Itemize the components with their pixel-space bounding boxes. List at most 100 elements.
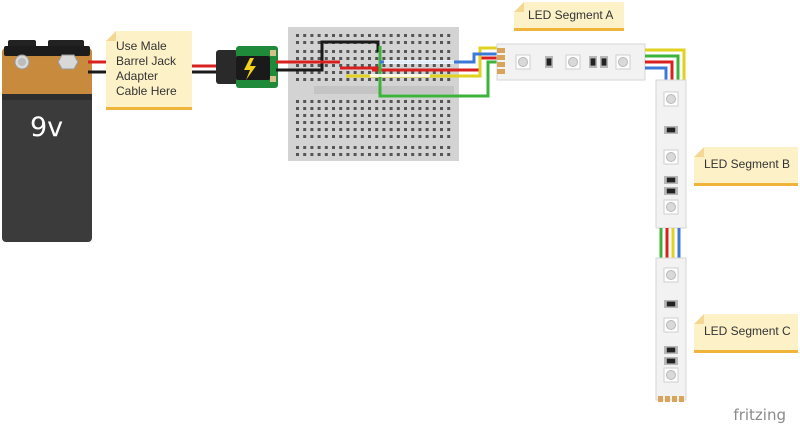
breadboard-hole bbox=[389, 146, 393, 149]
breadboard-hole bbox=[368, 57, 371, 60]
breadboard-hole bbox=[432, 34, 436, 37]
breadboard-hole bbox=[346, 64, 350, 67]
breadboard-hole bbox=[396, 41, 400, 44]
breadboard-hole bbox=[396, 121, 400, 124]
breadboard-hole bbox=[310, 146, 314, 149]
battery-terminals bbox=[4, 40, 90, 70]
breadboard-hole bbox=[296, 100, 299, 103]
breadboard-hole bbox=[447, 135, 451, 138]
breadboard-hole bbox=[339, 121, 343, 124]
breadboard-hole bbox=[324, 146, 328, 149]
breadboard-hole bbox=[303, 107, 307, 110]
breadboard-hole bbox=[324, 135, 328, 138]
breadboard-hole bbox=[310, 57, 314, 60]
segment-a-leds bbox=[515, 54, 631, 70]
breadboard-hole bbox=[324, 34, 328, 37]
breadboard-hole bbox=[418, 41, 422, 44]
breadboard-hole bbox=[425, 107, 429, 110]
breadboard-hole bbox=[360, 71, 364, 74]
breadboard-hole bbox=[303, 114, 307, 117]
breadboard-hole bbox=[375, 121, 379, 124]
note-barrel-jack: Use Male Barrel Jack Adapter Cable Here bbox=[106, 31, 192, 107]
breadboard-hole bbox=[425, 100, 429, 103]
note-fold bbox=[106, 31, 116, 41]
breadboard-hole bbox=[447, 41, 451, 44]
breadboard-hole bbox=[382, 57, 386, 60]
breadboard-hole bbox=[368, 114, 371, 117]
breadboard-hole bbox=[353, 153, 357, 156]
breadboard-hole bbox=[411, 64, 415, 67]
breadboard-hole bbox=[382, 153, 386, 156]
breadboard-hole bbox=[432, 128, 436, 131]
breadboard-hole bbox=[382, 107, 386, 110]
breadboard-hole bbox=[346, 71, 350, 74]
breadboard-hole bbox=[375, 78, 379, 81]
breadboard-hole bbox=[303, 135, 307, 138]
breadboard-hole bbox=[310, 78, 314, 81]
breadboard-hole bbox=[411, 153, 415, 156]
breadboard-hole bbox=[389, 50, 393, 53]
led-chip bbox=[615, 54, 631, 70]
breadboard-hole bbox=[432, 135, 436, 138]
breadboard-hole bbox=[360, 50, 364, 53]
breadboard-hole bbox=[411, 57, 415, 60]
breadboard-hole bbox=[389, 41, 393, 44]
breadboard-holes bbox=[296, 34, 451, 156]
breadboard-hole bbox=[404, 146, 407, 149]
breadboard-hole bbox=[425, 146, 429, 149]
breadboard-hole bbox=[418, 57, 422, 60]
breadboard-hole bbox=[418, 114, 422, 117]
breadboard-hole bbox=[396, 146, 400, 149]
breadboard-hole bbox=[332, 71, 335, 74]
breadboard-hole bbox=[296, 71, 299, 74]
breadboard-hole bbox=[389, 107, 393, 110]
breadboard-hole bbox=[317, 121, 321, 124]
breadboard-hole bbox=[339, 107, 343, 110]
breadboard-hole bbox=[332, 50, 335, 53]
breadboard-hole bbox=[303, 121, 307, 124]
led-chip bbox=[663, 267, 679, 283]
note-line: Use Male bbox=[116, 39, 167, 53]
breadboard-hole bbox=[353, 107, 357, 110]
breadboard-hole bbox=[447, 121, 451, 124]
breadboard-hole bbox=[396, 57, 400, 60]
breadboard-hole bbox=[432, 71, 436, 74]
breadboard-hole bbox=[440, 114, 443, 117]
breadboard-hole bbox=[432, 78, 436, 81]
battery-9v bbox=[2, 40, 92, 242]
breadboard-hole bbox=[375, 114, 379, 117]
breadboard-hole bbox=[375, 128, 379, 131]
note-led-segment-a: LED Segment A bbox=[514, 2, 624, 28]
led-chip bbox=[663, 317, 679, 333]
breadboard-hole bbox=[396, 153, 400, 156]
breadboard-hole bbox=[396, 71, 400, 74]
breadboard-hole bbox=[339, 153, 343, 156]
breadboard-hole bbox=[375, 34, 379, 37]
breadboard-hole bbox=[432, 41, 436, 44]
breadboard-hole bbox=[404, 34, 407, 37]
breadboard-hole bbox=[310, 107, 314, 110]
breadboard-hole bbox=[382, 50, 386, 53]
breadboard-hole bbox=[447, 34, 451, 37]
breadboard-hole bbox=[418, 100, 422, 103]
breadboard-hole bbox=[296, 64, 299, 67]
breadboard-hole bbox=[296, 50, 299, 53]
breadboard-hole bbox=[425, 78, 429, 81]
breadboard-hole bbox=[324, 57, 328, 60]
breadboard-hole bbox=[411, 121, 415, 124]
lightning-icon bbox=[244, 58, 256, 80]
breadboard-hole bbox=[447, 57, 451, 60]
breadboard-hole bbox=[339, 78, 343, 81]
breadboard-hole bbox=[418, 146, 422, 149]
breadboard-hole bbox=[389, 121, 393, 124]
breadboard-hole bbox=[411, 114, 415, 117]
breadboard-hole bbox=[324, 128, 328, 131]
led-chip bbox=[663, 91, 679, 107]
breadboard-hole bbox=[360, 78, 364, 81]
breadboard-hole bbox=[324, 64, 328, 67]
note-fold bbox=[514, 2, 524, 12]
breadboard-hole bbox=[404, 153, 407, 156]
breadboard-hole bbox=[303, 146, 307, 149]
breadboard-hole bbox=[411, 135, 415, 138]
breadboard-hole bbox=[324, 114, 328, 117]
